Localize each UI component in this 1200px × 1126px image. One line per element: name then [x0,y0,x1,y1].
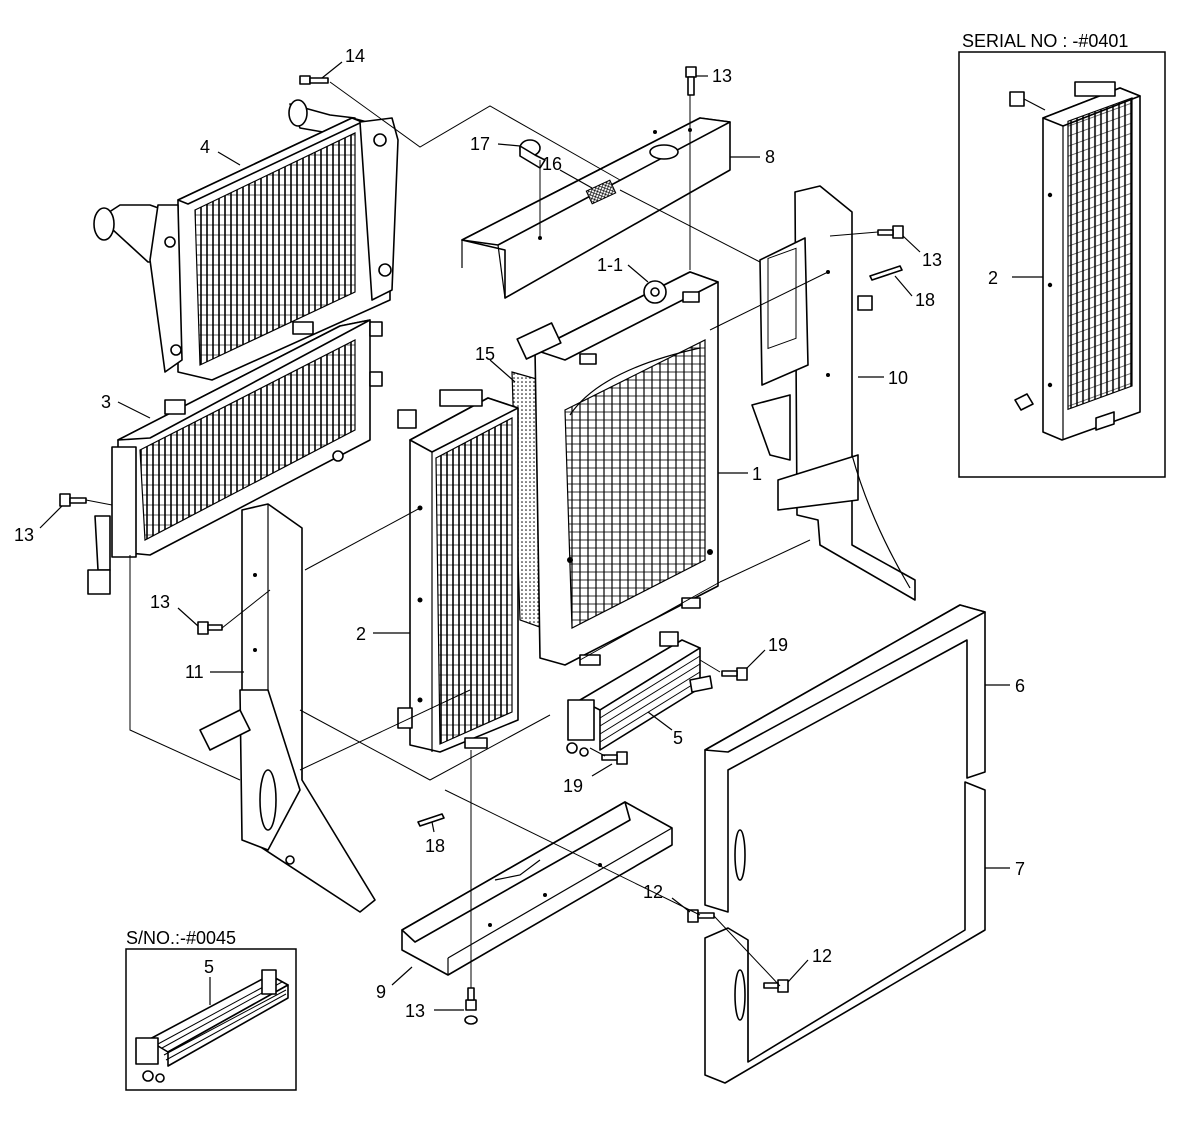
callout-7: 7 [1015,859,1025,879]
bottom-bracket-9 [401,801,673,976]
frame-10 [751,185,916,601]
sn-inset-part-label: 5 [204,957,214,977]
sn-inset-title: S/NO.:-#0045 [126,928,236,948]
callout-19-bottom: 19 [563,776,583,796]
callout-12-top: 12 [643,882,663,902]
bolt-13-top [685,66,697,96]
shroud-6 [704,604,986,913]
bolt-13-bottom [464,987,478,1025]
callout-13-bottom: 13 [405,1001,425,1021]
callout-16: 16 [542,154,562,174]
inset-oil-cooler-5 [135,969,289,1083]
shim-18-right [869,265,903,281]
callout-14: 14 [345,46,365,66]
bolt-14 [299,75,329,85]
intercooler-4 [93,99,399,381]
callout-labels: 14 13 4 17 16 8 13 18 1-1 15 10 3 1 13 1… [14,46,1025,1021]
callout-6: 6 [1015,676,1025,696]
radiator-2 [397,389,519,753]
radiator-1 [516,271,719,666]
leader-lines [39,61,1010,1011]
frame-11 [199,503,376,913]
bolt-13-right [877,225,904,239]
callout-13-right: 13 [922,250,942,270]
sn-inset: S/NO.:-#0045 5 [125,928,297,1091]
bolt-19-bottom [601,751,628,765]
bolt-12-bottom [763,979,789,993]
oil-cooler-5 [566,631,713,757]
shim-18-bottom [417,813,445,827]
callout-8: 8 [765,147,775,167]
callout-13-top: 13 [712,66,732,86]
bolt-12-top [687,909,715,923]
callout-1-1: 1-1 [597,255,623,275]
callout-3: 3 [101,392,111,412]
serial-inset: SERIAL NO : -#0401 2 [958,31,1166,478]
oil-cooler-3 [87,319,383,595]
callout-13-left: 13 [14,525,34,545]
callout-9: 9 [376,982,386,1002]
callout-4: 4 [200,137,210,157]
callout-15: 15 [475,344,495,364]
callout-18-bottom: 18 [425,836,445,856]
top-bracket-8 [461,117,731,299]
callout-18-right: 18 [915,290,935,310]
sn-inset-frame [125,948,297,1091]
serial-inset-title: SERIAL NO : -#0401 [962,31,1128,51]
inset-radiator-2 [1009,81,1141,441]
callout-13-mid: 13 [150,592,170,612]
callout-10: 10 [888,368,908,388]
callout-11: 11 [185,662,204,682]
bolt-13-mid [197,621,223,635]
clip-17 [519,139,546,169]
callout-19-top: 19 [768,635,788,655]
callout-17: 17 [470,134,490,154]
assembly-lines [85,81,879,988]
serial-inset-frame [958,51,1166,478]
shroud-7 [704,781,986,1084]
callout-2: 2 [356,624,366,644]
callout-12-bottom: 12 [812,946,832,966]
callout-5: 5 [673,728,683,748]
callout-1: 1 [752,464,762,484]
bolt-19-top [721,667,748,681]
bolt-13-left [59,493,87,507]
serial-inset-part-label: 2 [988,268,998,288]
